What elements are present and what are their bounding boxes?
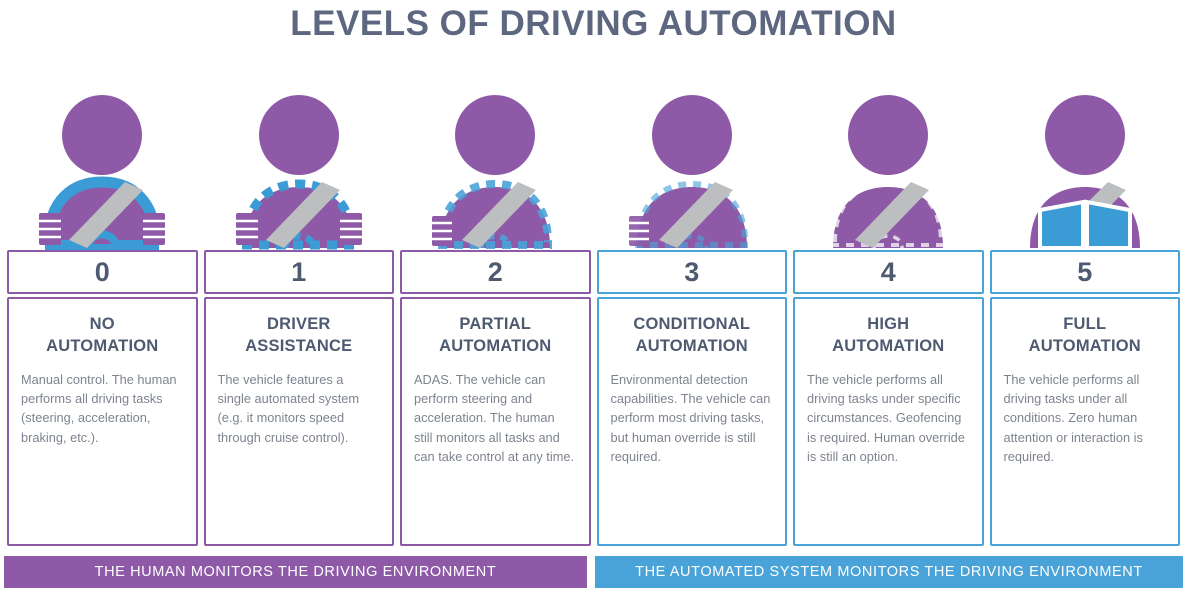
level-1-avatar [204,82,395,250]
level-card-2: PARTIAL AUTOMATION ADAS. The vehicle can… [400,297,591,546]
level-title-1: DRIVER ASSISTANCE [245,315,353,356]
level-description-5: The vehicle performs all driving tasks u… [1003,371,1143,465]
driver-hands-on-solid-wheel-icon [39,95,166,250]
level-title-2: PARTIAL AUTOMATION [439,315,552,356]
level-0-avatar [7,82,198,250]
driver-one-hand-dashed-wheel-icon [432,95,553,249]
level-description-3: Environmental detection capabilities. Th… [610,371,771,465]
level-number-2: 2 [487,256,503,287]
level-number-box-1: 1 [203,250,394,294]
level-5-avatar [990,82,1181,250]
level-title-0: NO AUTOMATION [46,315,159,356]
level-number-5: 5 [1077,256,1093,287]
level-number-box-3: 3 [596,250,787,294]
level-card-1: DRIVER ASSISTANCE The vehicle features a… [203,297,394,546]
level-column-4: 4 HIGH AUTOMATION The vehicle performs a… [790,82,987,546]
level-title-4: HIGH AUTOMATION [832,315,945,356]
level-card-4: HIGH AUTOMATION The vehicle performs all… [793,297,984,546]
level-column-2: 2 PARTIAL AUTOMATION ADAS. The vehicle c… [397,82,594,546]
level-column-3: 3 CONDITIONAL AUTOMATION Environmental d… [594,82,791,546]
level-number-box-2: 2 [400,250,591,294]
footer-banners: THE HUMAN MONITORS THE DRIVING ENVIRONME… [4,556,1183,588]
level-3-avatar [597,82,788,250]
levels-row: 0 NO AUTOMATION Manual control. The huma… [4,82,1183,546]
level-description-2: ADAS. The vehicle can perform steering a… [414,371,575,465]
level-number-box-4: 4 [793,250,984,294]
level-number-0: 0 [94,256,110,287]
level-number-box-5: 5 [989,250,1180,294]
passenger-reading-book-icon [1029,95,1140,250]
level-column-5: 5 FULL AUTOMATION The vehicle performs a… [987,82,1184,546]
level-title-3: CONDITIONAL AUTOMATION [633,315,751,356]
driver-ghost-wheel-icon [831,95,946,249]
level-column-0: 0 NO AUTOMATION Manual control. The huma… [4,82,201,546]
level-number-box-0: 0 [7,250,198,294]
level-description-1: The vehicle features a single automated … [217,371,360,445]
page-title: LEVELS OF DRIVING AUTOMATION [290,4,897,43]
level-number-4: 4 [880,256,896,287]
level-2-avatar [400,82,591,250]
level-card-5: FULL AUTOMATION The vehicle performs all… [989,297,1180,546]
level-card-0: NO AUTOMATION Manual control. The human … [7,297,198,546]
level-4-avatar [793,82,984,250]
level-title-5: FULL AUTOMATION [1028,315,1141,356]
level-number-1: 1 [291,256,307,287]
level-description-4: The vehicle performs all driving tasks u… [807,371,965,465]
human-monitors-banner: THE HUMAN MONITORS THE DRIVING ENVIRONME… [4,556,587,588]
driver-hands-on-dashed-wheel-icon [235,95,362,250]
level-description-0: Manual control. The human performs all d… [21,371,177,445]
level-number-3: 3 [684,256,700,287]
level-column-1: 1 DRIVER ASSISTANCE The vehicle features… [201,82,398,546]
automated-monitors-banner: THE AUTOMATED SYSTEM MONITORS THE DRIVIN… [595,556,1183,588]
level-card-3: CONDITIONAL AUTOMATION Environmental det… [596,297,787,546]
driver-faded-dashed-wheel-icon [628,95,749,249]
